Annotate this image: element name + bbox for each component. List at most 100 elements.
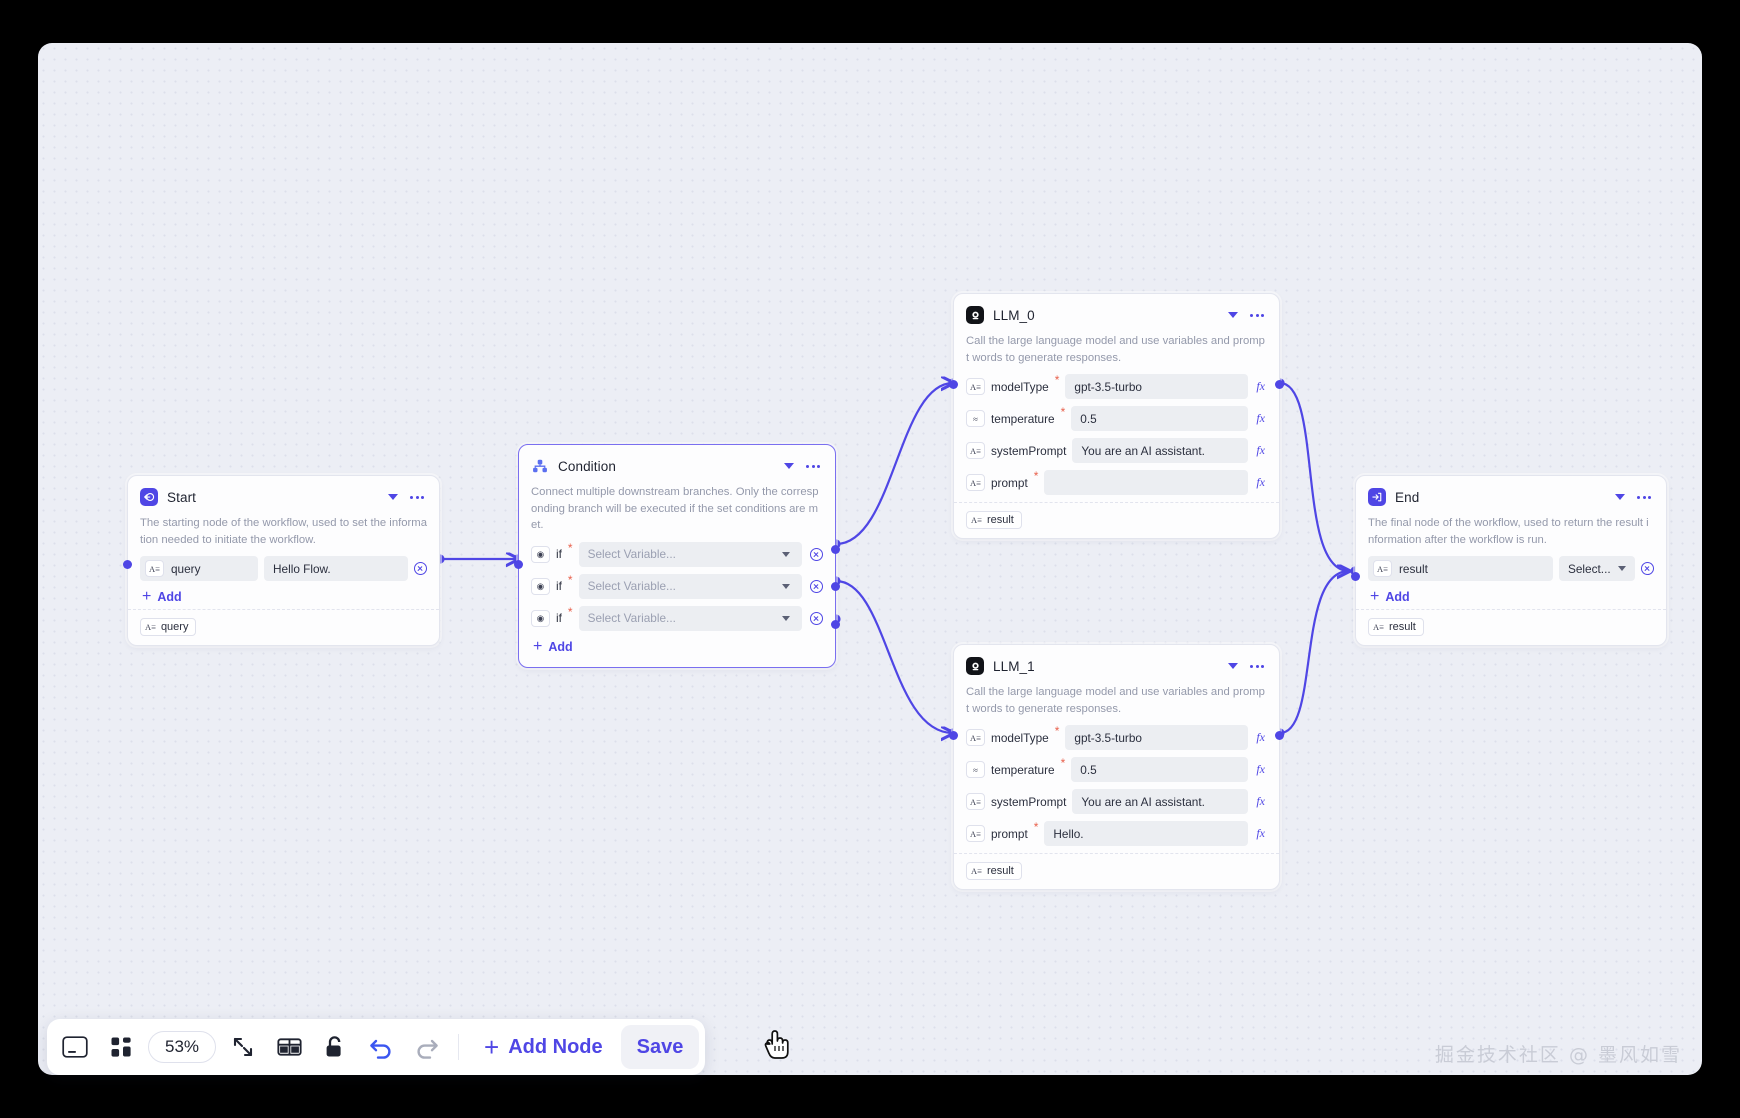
result-source-dropdown[interactable]: Select...: [1559, 556, 1635, 581]
type-number-icon: ≈: [966, 410, 985, 427]
collapse-chevron-icon[interactable]: [1228, 312, 1238, 318]
unlock-icon[interactable]: [313, 1026, 357, 1068]
expression-fx-icon[interactable]: fx: [1256, 379, 1265, 393]
type-string-icon: A≡: [966, 825, 985, 842]
branch-icon: [531, 457, 549, 475]
expression-fx-icon[interactable]: fx: [1256, 443, 1265, 457]
chevron-down-icon[interactable]: [782, 615, 790, 621]
node-menu-icon[interactable]: [1247, 313, 1267, 317]
auto-layout-icon[interactable]: [267, 1026, 311, 1068]
node-description: Connect multiple downstream branches. On…: [531, 486, 819, 531]
chevron-down-icon[interactable]: [782, 551, 790, 557]
workflow-canvas[interactable]: Start The starting node of the workflow,…: [38, 43, 1702, 1075]
field-label: modelType: [991, 730, 1049, 745]
divider: [128, 609, 439, 610]
field-value-query[interactable]: Hello Flow.: [264, 556, 408, 581]
end-icon: [1368, 488, 1386, 506]
node-llm-1[interactable]: LLM_1 Call the large language model and …: [949, 644, 1284, 890]
plus-icon: +: [142, 588, 152, 605]
chevron-down-icon: [1618, 566, 1626, 571]
required-marker: *: [1033, 820, 1039, 834]
input-handle[interactable]: [123, 560, 132, 569]
type-string-icon: A≡: [966, 793, 985, 810]
remove-condition-icon[interactable]: [810, 547, 823, 561]
undo-icon[interactable]: [359, 1026, 403, 1068]
field-name-result[interactable]: A≡ result: [1368, 556, 1553, 581]
output-handle-branch-1[interactable]: [831, 545, 840, 554]
remove-condition-icon[interactable]: [810, 611, 823, 625]
input-handle[interactable]: [949, 731, 958, 740]
fit-view-icon[interactable]: [221, 1026, 265, 1068]
node-title: LLM_1: [993, 658, 1035, 674]
node-description: Call the large language model and use va…: [966, 686, 1265, 715]
expression-fx-icon[interactable]: fx: [1256, 475, 1265, 489]
remove-field-icon[interactable]: [414, 562, 427, 575]
select-variable-dropdown[interactable]: Select Variable...: [578, 605, 802, 631]
redo-icon[interactable]: [405, 1026, 449, 1068]
node-menu-icon[interactable]: [1247, 664, 1267, 668]
add-node-button[interactable]: + Add Node: [484, 1032, 603, 1062]
field-label: modelType: [991, 379, 1049, 394]
expression-fx-icon[interactable]: fx: [1256, 730, 1265, 744]
output-handle-branch-2[interactable]: [831, 582, 840, 591]
edge-llm1-end: [1279, 571, 1349, 735]
divider: [954, 853, 1279, 854]
node-menu-icon[interactable]: [1634, 495, 1654, 499]
collapse-chevron-icon[interactable]: [1615, 494, 1625, 500]
output-handle[interactable]: [1275, 731, 1284, 740]
edge-condition-llm1: [835, 579, 953, 733]
select-variable-dropdown[interactable]: Select Variable...: [578, 541, 802, 567]
node-llm-0[interactable]: LLM_0 Call the large language model and …: [949, 293, 1284, 539]
collapse-chevron-icon[interactable]: [784, 463, 794, 469]
collapse-chevron-icon[interactable]: [388, 494, 398, 500]
add-field-button[interactable]: + Add: [142, 588, 182, 605]
input-handle[interactable]: [949, 380, 958, 389]
field-value-prompt[interactable]: [1044, 470, 1249, 495]
field-value-systemprompt[interactable]: You are an AI assistant.: [1072, 789, 1249, 814]
collapse-chevron-icon[interactable]: [1228, 663, 1238, 669]
condition-row: ◉ if * Select Variable...: [531, 541, 823, 567]
input-handle[interactable]: [514, 560, 523, 569]
node-header: LLM_0: [966, 304, 1267, 326]
bottom-toolbar: 53%: [47, 1019, 706, 1075]
node-end[interactable]: End The final node of the workflow, used…: [1351, 475, 1667, 646]
save-button[interactable]: Save: [620, 1025, 700, 1069]
add-field-button[interactable]: + Add: [1370, 588, 1410, 605]
node-condition[interactable]: Condition Connect multiple downstream br…: [514, 444, 840, 668]
condition-type-icon: ◉: [531, 609, 550, 627]
expression-fx-icon[interactable]: fx: [1256, 411, 1265, 425]
expression-fx-icon[interactable]: fx: [1256, 794, 1265, 808]
output-chip-result: A≡ result: [966, 862, 1022, 880]
input-handle[interactable]: [1351, 572, 1360, 581]
chevron-down-icon[interactable]: [782, 583, 790, 589]
type-number-icon: ≈: [966, 761, 985, 778]
field-value-temperature[interactable]: 0.5: [1071, 406, 1249, 431]
field-value-modeltype[interactable]: gpt-3.5-turbo: [1065, 374, 1249, 399]
output-handle[interactable]: [1275, 380, 1284, 389]
field-row: A≡ prompt * fx: [966, 470, 1267, 495]
remove-condition-icon[interactable]: [810, 579, 823, 593]
expression-fx-icon[interactable]: fx: [1256, 762, 1265, 776]
field-name-query[interactable]: A≡ query: [140, 556, 258, 581]
field-value-prompt[interactable]: Hello.: [1044, 821, 1249, 846]
minimap-icon[interactable]: [53, 1026, 97, 1068]
node-menu-icon[interactable]: [803, 464, 823, 468]
grid-apps-icon[interactable]: [99, 1026, 143, 1068]
expression-fx-icon[interactable]: fx: [1256, 826, 1265, 840]
field-row: A≡ prompt * Hello. fx: [966, 821, 1267, 846]
field-label: prompt: [991, 826, 1028, 841]
required-marker: *: [1060, 405, 1066, 419]
remove-field-icon[interactable]: [1641, 562, 1654, 575]
select-variable-dropdown[interactable]: Select Variable...: [578, 573, 802, 599]
node-menu-icon[interactable]: [407, 495, 427, 499]
field-row: A≡ modelType * gpt-3.5-turbo fx: [966, 374, 1267, 399]
node-start[interactable]: Start The starting node of the workflow,…: [123, 475, 440, 646]
output-handle-branch-3[interactable]: [831, 620, 840, 629]
field-value-temperature[interactable]: 0.5: [1071, 757, 1249, 782]
field-value-modeltype[interactable]: gpt-3.5-turbo: [1065, 725, 1249, 750]
divider: [954, 502, 1279, 503]
zoom-level-display[interactable]: 53%: [148, 1031, 216, 1063]
add-condition-button[interactable]: + Add: [533, 637, 573, 655]
field-value-systemprompt[interactable]: You are an AI assistant.: [1072, 438, 1249, 463]
field-label: systemPrompt: [991, 443, 1067, 458]
